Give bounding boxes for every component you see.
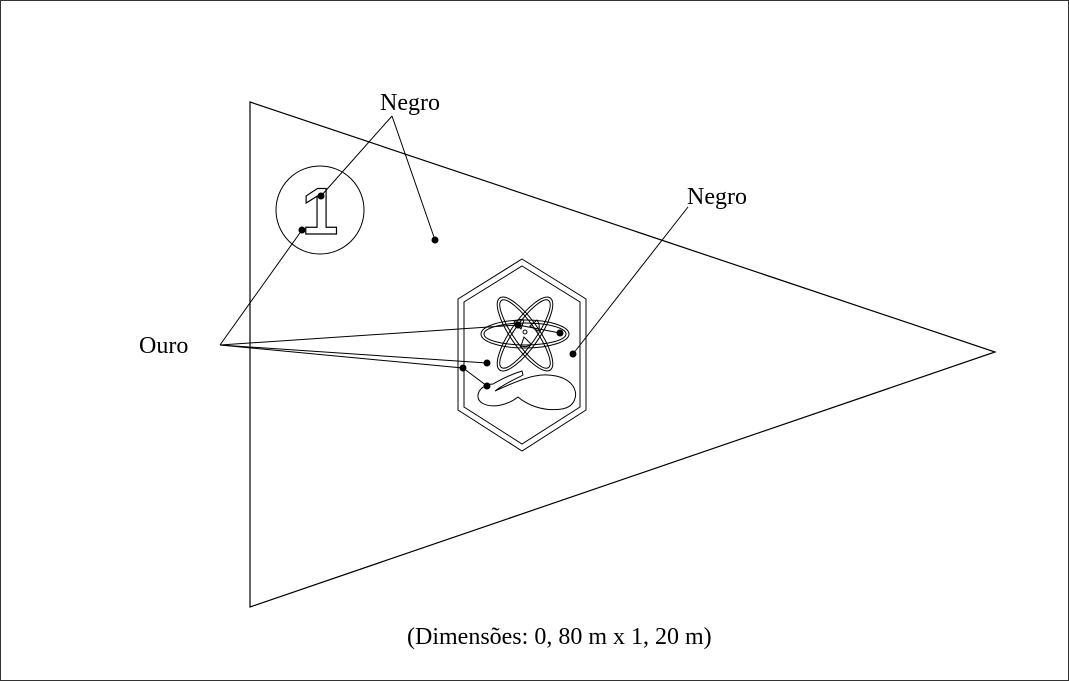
label-ouro: Ouro bbox=[139, 333, 188, 359]
number-emblem: 1 bbox=[275, 165, 365, 255]
atom-orbit-horizontal-inner bbox=[483, 322, 567, 346]
trefoil-blade-bottom bbox=[520, 336, 532, 348]
atom-orbit-horizontal bbox=[480, 319, 570, 349]
bottom-emblem-shape bbox=[477, 370, 576, 411]
dot-hexagon bbox=[459, 364, 467, 372]
number-circle bbox=[275, 165, 365, 255]
leader-negro-right-to-atom bbox=[572, 206, 689, 355]
leader-ouro-to-atom-orbit bbox=[219, 344, 488, 364]
label-negro-right: Negro bbox=[687, 184, 747, 210]
dot-circle-edge bbox=[298, 226, 306, 234]
dot-bottom-shape bbox=[483, 382, 491, 390]
dot-atom-center bbox=[514, 321, 522, 329]
hexagon-badge bbox=[457, 258, 587, 452]
dot-atom-black bbox=[569, 350, 577, 358]
atom-symbol bbox=[480, 296, 570, 372]
pennant-triangle bbox=[249, 101, 997, 608]
leader-ouro-to-atom-center bbox=[219, 324, 519, 346]
atom-orbit-diagonal-b bbox=[496, 296, 554, 372]
leader-negro-top-to-number bbox=[320, 115, 393, 197]
hexagon-inner bbox=[463, 265, 581, 445]
atom-orbit-diagonal-a bbox=[496, 296, 554, 372]
number-one: 1 bbox=[302, 174, 339, 248]
label-dimensions: (Dimensões: 0, 80 m x 1, 20 m) bbox=[407, 624, 712, 650]
leader-lines bbox=[219, 115, 689, 387]
leader-ouro-to-bottom-shape bbox=[462, 367, 488, 387]
leader-atom-to-orbit-right bbox=[517, 324, 561, 334]
leader-ouro-to-hexagon bbox=[219, 344, 464, 369]
label-negro-top: Negro bbox=[380, 90, 440, 116]
trefoil-center bbox=[522, 329, 528, 335]
leader-ouro-to-circle bbox=[219, 229, 303, 346]
leader-dots bbox=[298, 192, 577, 390]
dot-atom-orbit-right bbox=[556, 329, 564, 337]
dot-atom-orbit-low bbox=[483, 359, 491, 367]
dot-number bbox=[317, 192, 325, 200]
trefoil-blade-left bbox=[513, 318, 525, 330]
hexagon-outer bbox=[457, 258, 587, 452]
trefoil-blade-right bbox=[529, 319, 540, 332]
leader-negro-top-to-field bbox=[391, 115, 436, 241]
dot-field bbox=[431, 236, 439, 244]
